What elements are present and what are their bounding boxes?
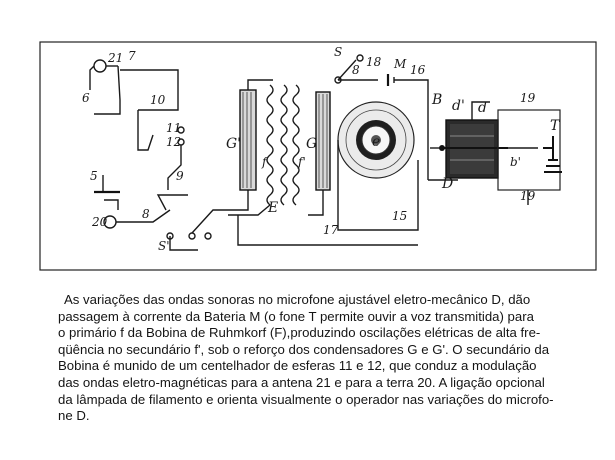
condenser-g [308, 91, 331, 216]
label-g-prime: G' [226, 136, 241, 152]
earth-20 [103, 209, 171, 229]
label-10: 10 [150, 93, 166, 107]
switch-s [334, 54, 364, 84]
caption-line: ne D. [58, 408, 90, 424]
condenser-g-prime [239, 79, 273, 191]
ground-symbol [94, 175, 120, 210]
label-15: 15 [392, 209, 407, 223]
ruhmkorff-coil [228, 84, 300, 216]
spark-gap [167, 126, 185, 190]
switch-s-prime [156, 190, 249, 251]
label-16: 16 [410, 63, 426, 77]
label-e: e [372, 134, 380, 150]
label-d-prime: d' [452, 98, 465, 114]
label-f-prime: f' [297, 155, 306, 169]
microphone-d [428, 101, 508, 181]
label-17: 17 [323, 223, 339, 237]
caption-line: da lâmpada de filamento e orienta visual… [58, 391, 554, 407]
label-18: 18 [366, 55, 382, 69]
label-f: f [261, 155, 269, 169]
label-s: S [334, 45, 342, 59]
caption-line: qüência no secundário f', sob o reforço … [58, 341, 550, 357]
caption-line: Bobina é munido de um centelhador de esf… [58, 358, 537, 374]
label-20: 20 [91, 215, 108, 229]
label-g: G [306, 136, 317, 152]
circuit-diagram: 21 7 6 10 11 12 G' f f' G S 8 18 M 16 B … [39, 41, 597, 271]
caption-line: passagem à corrente da Bateria M (o fone… [58, 308, 534, 324]
antenna [89, 59, 121, 115]
label-8-bottom: 8 [142, 207, 150, 221]
label-5: 5 [90, 169, 98, 183]
wire-10 [137, 110, 154, 151]
label-9: 9 [176, 169, 184, 183]
label-b: B [431, 92, 442, 108]
label-8-top: 8 [352, 63, 360, 77]
label-e-coil: E [267, 200, 278, 216]
telephone-t [497, 109, 562, 205]
label-11: 11 [166, 121, 181, 135]
diagram-frame [39, 41, 597, 271]
label-s-prime: S' [158, 239, 170, 253]
label-b-prime: b' [510, 155, 521, 169]
label-21: 21 [107, 51, 123, 65]
label-12: 12 [166, 135, 181, 149]
bottom-wire [237, 215, 418, 246]
caption-paragraph: As variações das ondas sonoras no microf… [58, 292, 598, 425]
wire-top-left [120, 69, 179, 111]
label-6: 6 [82, 91, 90, 105]
label-d-mic: D [441, 176, 453, 192]
caption-line: das ondas eletro-magnéticas para a anten… [58, 374, 545, 390]
label-t: T [550, 118, 561, 134]
caption-line: As variações das ondas sonoras no microf… [64, 292, 531, 307]
filament-lamp [337, 101, 419, 231]
label-d: d [478, 100, 487, 116]
label-7: 7 [128, 49, 136, 63]
battery-m [338, 74, 429, 180]
label-m: M [393, 57, 407, 71]
caption-line: o primário f da Bobina de Ruhmkorf (F),p… [58, 325, 541, 341]
label-19-top: 19 [520, 91, 536, 105]
label-19-bottom: 19 [520, 189, 536, 203]
